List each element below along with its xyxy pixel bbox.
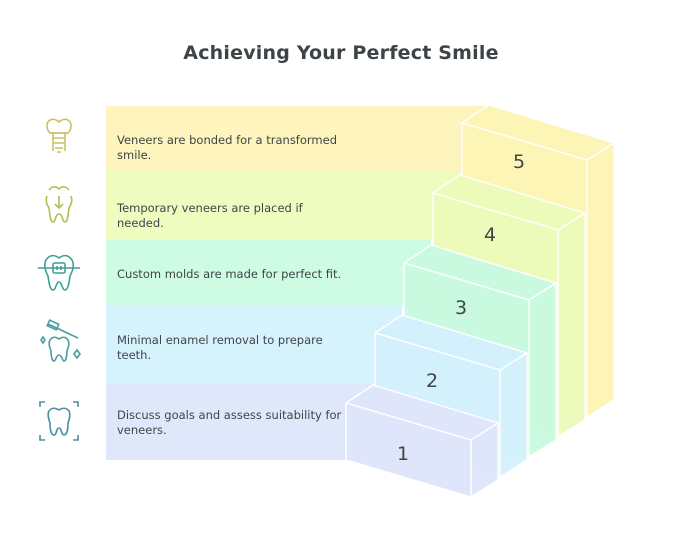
tooth-scan-icon: [39, 401, 79, 441]
tooth-braces-icon: [38, 254, 80, 291]
step-3-number: 3: [455, 297, 467, 319]
step-5-side: [586, 142, 615, 418]
step-4-number: 4: [484, 224, 496, 246]
tooth-implant-icon: [46, 118, 72, 153]
step-1-band: [106, 384, 373, 460]
step-4-band: [106, 172, 460, 240]
step-5-text: Veneers are bonded for a transformed smi…: [117, 133, 337, 162]
diagram-title: Achieving Your Perfect Smile: [183, 42, 499, 64]
step-1-number: 1: [397, 443, 409, 465]
step-4-side: [557, 212, 586, 438]
tooth-brush-sparkle-icon: [40, 319, 81, 362]
step-3-side: [528, 282, 557, 458]
step-5-band: [106, 106, 489, 172]
step-5-number: 5: [513, 151, 525, 173]
step-3-text: Custom molds are made for perfect fit.: [117, 267, 342, 281]
step-2-band: [106, 306, 402, 384]
step-2-text: Minimal enamel removal to prepare teeth.: [117, 333, 323, 362]
step-2-number: 2: [426, 370, 438, 392]
step-1-front: [345, 402, 472, 498]
step-1-text: Discuss goals and assess suitability for…: [117, 408, 342, 437]
step-3-band: [106, 240, 431, 306]
step-4-text: Temporary veneers are placed if needed.: [117, 201, 303, 230]
step-2-side: [499, 352, 528, 478]
tooth-arrow-down-icon: [45, 186, 73, 223]
